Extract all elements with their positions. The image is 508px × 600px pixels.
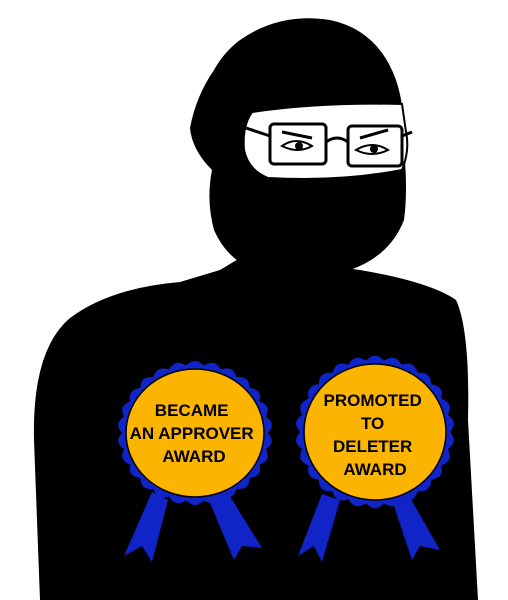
rosette-center	[303, 363, 447, 501]
eyes-icon	[280, 128, 391, 155]
award-2-line-4: AWARD	[343, 460, 406, 479]
glasses-icon	[245, 122, 413, 168]
award-2-line-2: TO	[361, 414, 384, 433]
ribbon-left-award	[124, 490, 262, 562]
rosette-left-award	[118, 360, 272, 506]
rosette-center	[125, 368, 265, 498]
ribbon-right-award	[298, 494, 440, 562]
award-1-line-1: BECAME	[155, 401, 229, 420]
award-1-text: BECAME AN APPROVER AWARD	[130, 401, 259, 466]
award-1-line-2: AN APPROVER	[130, 424, 254, 443]
award-2-line-3: DELETER	[333, 437, 412, 456]
award-1-line-3: AWARD	[162, 447, 225, 466]
rosette-right-award	[296, 355, 454, 509]
award-2-text: PROMOTED TO DELETER AWARD	[324, 391, 427, 479]
award-2-line-1: PROMOTED	[324, 391, 422, 410]
